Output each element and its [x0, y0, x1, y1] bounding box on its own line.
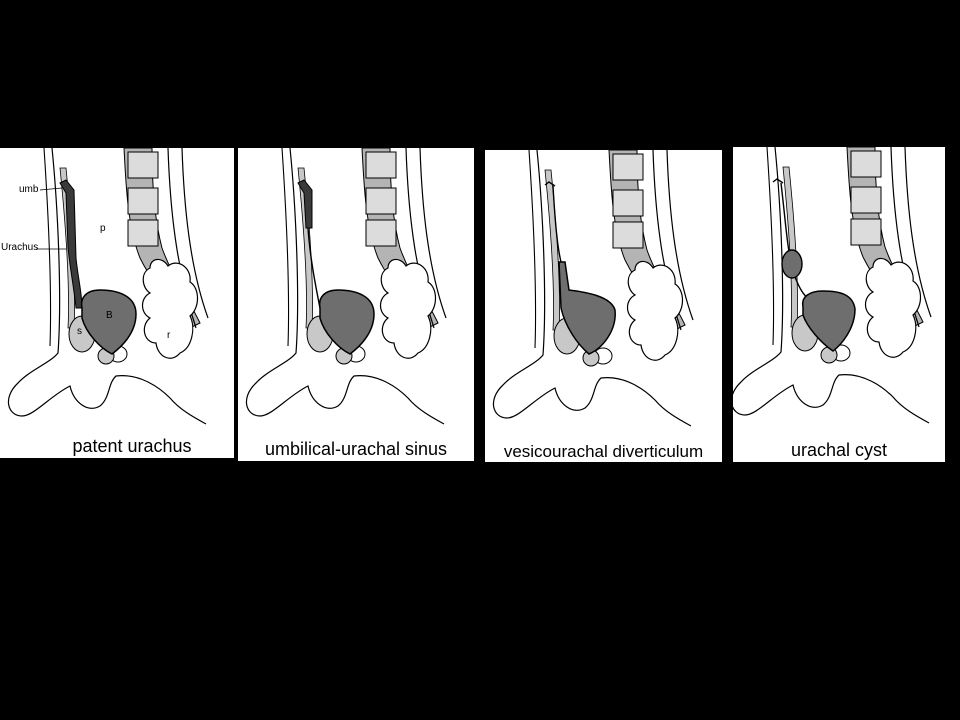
label-s: s: [77, 326, 82, 337]
vertebra: [365, 187, 397, 215]
abdominal-wall-inner: [528, 150, 537, 349]
caption-urachal-cyst: urachal cyst: [790, 440, 888, 460]
body-outline: [492, 150, 692, 427]
rectum: [864, 257, 922, 358]
abdominal-wall-inner: [281, 148, 290, 347]
abdominal-wall-inner: [43, 148, 52, 347]
urachus-cyst: [772, 178, 856, 352]
back-line: [666, 150, 694, 321]
vertebra: [612, 153, 644, 181]
body-outline: [7, 148, 207, 425]
bladder-diverticulum: [558, 261, 616, 355]
urachus-patent: [36, 179, 137, 355]
spine: [608, 150, 686, 331]
spine: [361, 148, 439, 329]
anatomy-base: [245, 148, 447, 425]
spine: [846, 147, 924, 328]
rectum: [379, 258, 437, 359]
rectus-muscle: [782, 166, 798, 328]
urachus-diverticulum: [544, 181, 616, 355]
caption-umbilical-urachal-sinus: umbilical-urachal sinus: [264, 439, 448, 459]
label-b: B: [106, 310, 113, 321]
urachus-cord: [307, 227, 321, 309]
back-line: [181, 148, 209, 319]
label-urachus: Urachus: [1, 242, 39, 253]
rectum: [626, 260, 684, 361]
abdominal-wall-inner: [766, 147, 775, 346]
vertebra: [612, 221, 644, 249]
urachus-cord-upper: [780, 182, 790, 252]
spine: [123, 148, 201, 329]
panel-patent-urachus: umb Urachus p B s r patent urachus: [0, 148, 234, 458]
anatomy-base: [733, 147, 932, 424]
umbilicus: [772, 178, 784, 184]
urachus-cord: [552, 185, 562, 263]
vertebra: [127, 187, 159, 215]
urachal-cyst: [781, 249, 803, 279]
anatomy-base: [7, 148, 209, 425]
label-p: p: [100, 223, 106, 234]
rectus-muscle: [544, 169, 560, 331]
panel-vesicourachal-diverticulum: vesicourachal diverticulum: [485, 150, 722, 462]
diagram-urachal-cyst: [733, 147, 932, 424]
urachus-sinus-tract: [297, 179, 313, 229]
body-outline: [245, 148, 445, 425]
caption-patent-urachus: patent urachus: [72, 436, 192, 456]
panel-urachal-cyst: urachal cyst: [733, 147, 945, 462]
umb-leader: [39, 187, 63, 191]
bladder: [318, 289, 375, 355]
label-umb: umb: [19, 184, 39, 195]
bladder: [80, 289, 137, 355]
caption-vesicourachal-diverticulum: vesicourachal diverticulum: [503, 442, 704, 461]
label-r: r: [167, 330, 171, 341]
vertebra: [127, 151, 159, 179]
body-outline: [733, 147, 930, 424]
back-line: [904, 147, 932, 318]
urachus-sinus: [297, 179, 375, 355]
umbilicus: [544, 181, 556, 187]
vertebra: [365, 219, 397, 247]
diagram-umbilical-urachal-sinus: [245, 148, 447, 425]
diagram-vesicourachal-diverticulum: [492, 150, 694, 427]
back-line: [419, 148, 447, 319]
vertebra: [850, 186, 882, 214]
anatomy-base: [492, 150, 694, 427]
diagram-patent-urachus: [7, 148, 209, 425]
panel-umbilical-urachal-sinus: umbilical-urachal sinus: [238, 148, 474, 461]
vertebra: [612, 189, 644, 217]
rectum: [141, 258, 199, 359]
vertebra: [127, 219, 159, 247]
vertebra: [365, 151, 397, 179]
vertebra: [850, 150, 882, 178]
vertebra: [850, 218, 882, 246]
bladder: [801, 290, 856, 352]
